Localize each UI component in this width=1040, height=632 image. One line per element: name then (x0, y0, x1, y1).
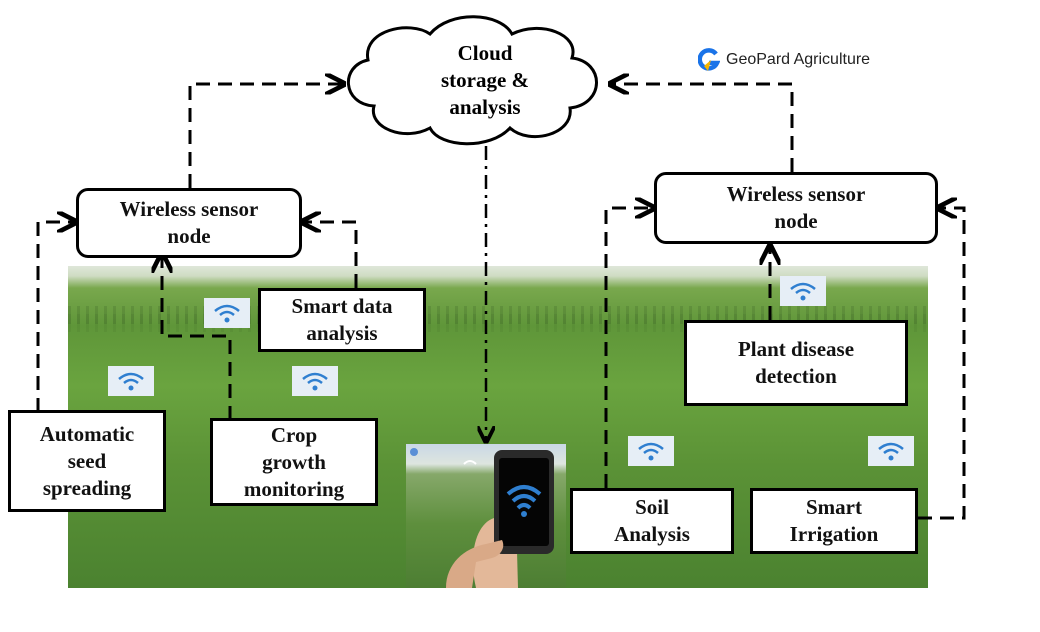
wireless-sensor-node-right: Wireless sensor node (654, 172, 938, 244)
crop-growth-monitoring-box: Crop growth monitoring (210, 418, 378, 506)
brand-name: GeoPard Agriculture (726, 51, 871, 68)
wifi-icon (628, 436, 674, 466)
smart-irrigation-box: Smart Irrigation (750, 488, 918, 554)
plant-disease-detection-box: Plant disease detection (684, 320, 908, 406)
wireless-sensor-node-left: Wireless sensor node (76, 188, 302, 258)
wifi-icon (868, 436, 914, 466)
wifi-icon (292, 366, 338, 396)
smart-data-analysis-box: Smart data analysis (258, 288, 426, 352)
smartphone-icon (410, 448, 554, 588)
automatic-seed-spreading-box: Automatic seed spreading (8, 410, 166, 512)
wifi-icon (780, 276, 826, 306)
brand-logo: GeoPard Agriculture (698, 48, 870, 72)
wifi-icon (204, 298, 250, 328)
wifi-icon (108, 366, 154, 396)
cloud-label: Cloud storage & analysis (440, 41, 530, 119)
soil-analysis-box: Soil Analysis (570, 488, 734, 554)
smartphone-photo (406, 444, 566, 588)
geopard-logo-icon (698, 48, 720, 71)
